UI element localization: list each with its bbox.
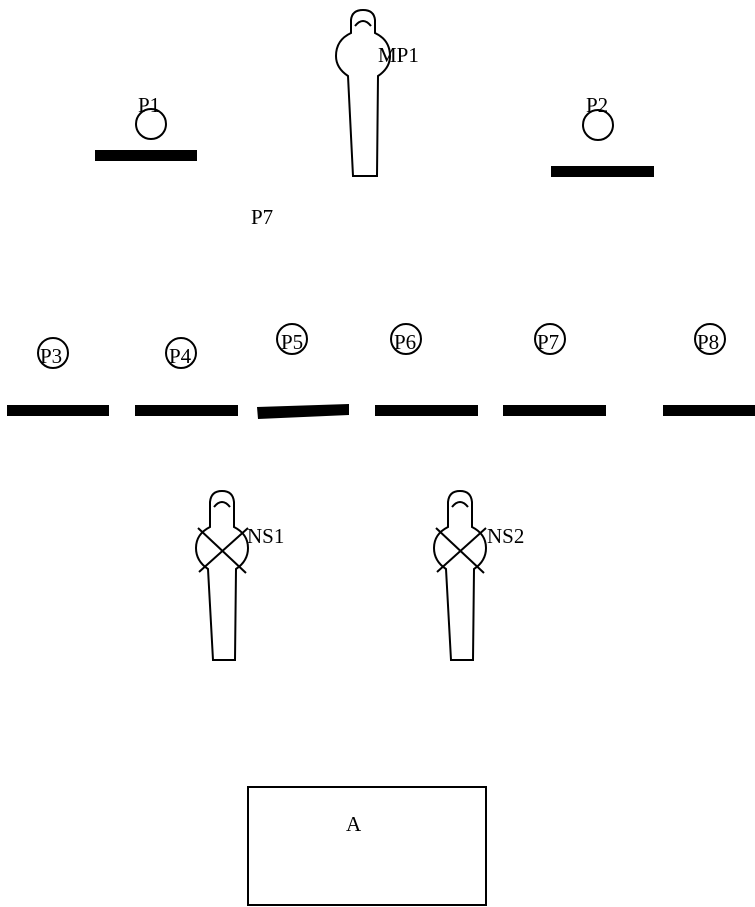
figure-ns1-cross-line-1	[198, 527, 249, 573]
desk-bar-p8	[663, 405, 755, 416]
label-p4: P4	[169, 344, 192, 368]
seat-circle-p4	[165, 337, 197, 369]
label-ns1: NS1	[247, 524, 284, 548]
figure-ns2-head-arc	[451, 501, 469, 508]
label-mp1: MP1	[378, 43, 419, 67]
label-p2: P2	[586, 93, 608, 117]
label-p5: P5	[281, 330, 303, 354]
label-p7-row: P7	[537, 330, 559, 354]
figure-ns2-outline	[432, 489, 488, 661]
figure-ns2-cross-line-2	[435, 527, 485, 574]
figure-ns2	[432, 489, 488, 661]
desk-bar-p2	[551, 166, 654, 177]
seat-circle-p2	[582, 109, 614, 141]
seat-circle-p8	[694, 323, 726, 355]
seat-circle-p7	[534, 323, 566, 355]
box-a	[247, 786, 487, 906]
figure-ns1	[194, 489, 250, 661]
seat-circle-p3	[37, 337, 69, 369]
seat-circle-p5	[276, 323, 308, 355]
figure-mp1	[334, 8, 392, 177]
desk-bar-p3	[7, 405, 109, 416]
figure-ns1-head-arc	[213, 501, 231, 508]
desk-bar-p1	[95, 150, 197, 161]
label-ns2: NS2	[487, 524, 524, 548]
label-p8: P8	[697, 330, 719, 354]
label-p6: P6	[394, 330, 416, 354]
figure-mp1-head-arc	[354, 20, 372, 27]
desk-bar-p6	[375, 405, 478, 416]
label-p3: P3	[40, 344, 62, 368]
seat-circle-p1	[135, 108, 167, 140]
desk-bar-p4	[135, 405, 238, 416]
label-box-a: A	[346, 812, 362, 836]
label-p7-top: P7	[251, 205, 273, 229]
desk-bar-p5	[257, 404, 349, 419]
desk-bar-p7	[503, 405, 606, 416]
figure-ns2-cross-line-1	[436, 527, 487, 573]
seat-circle-p6	[390, 323, 422, 355]
label-p1: P1	[138, 93, 160, 117]
figure-ns1-outline	[194, 489, 250, 661]
figure-ns1-cross-line-2	[197, 527, 247, 574]
figure-mp1-outline	[334, 8, 392, 177]
